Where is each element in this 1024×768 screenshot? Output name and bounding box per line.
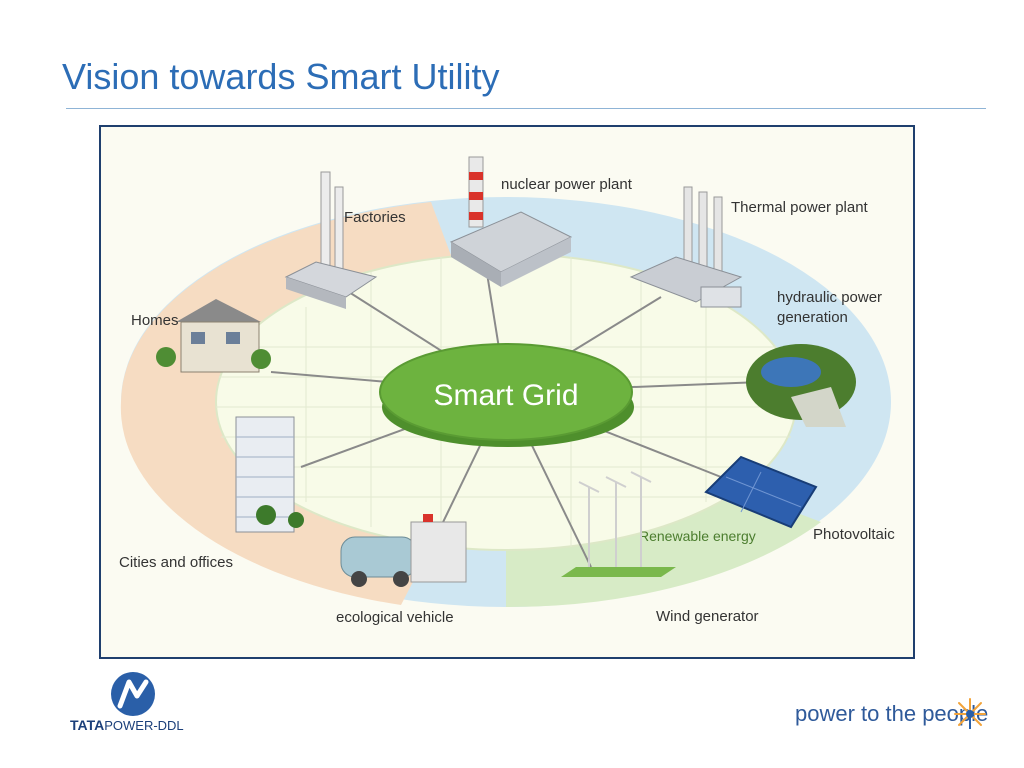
- node-label-homes: Homes: [131, 312, 179, 329]
- wind-turbine-icon: [561, 471, 676, 577]
- diagram-svg: Smart Grid nuclear power plant Thermal p…: [119, 156, 895, 626]
- brand-name: TATAPOWER-DDL: [70, 717, 184, 733]
- node-label-vehicle: ecological vehicle: [336, 609, 454, 626]
- center-label: Smart Grid: [433, 379, 578, 412]
- node-label-cities: Cities and offices: [119, 554, 233, 571]
- hydraulic-dam-icon: [746, 344, 856, 427]
- node-label-hydraulic-2: generation: [777, 309, 848, 326]
- office-building-icon: [235, 416, 304, 533]
- house-icon: [156, 299, 271, 373]
- title-divider: [66, 108, 986, 109]
- brand-tata: TATA: [70, 717, 105, 733]
- ecological-vehicle-icon: [340, 514, 467, 587]
- tata-power-n-icon: [111, 672, 155, 716]
- node-label-wind: Wind generator: [656, 608, 759, 625]
- sunburst-icon: [954, 698, 986, 729]
- solar-panel-icon: [704, 455, 818, 529]
- nuclear-plant-icon: [449, 156, 573, 287]
- factory-icon: [284, 171, 378, 309]
- node-label-thermal: Thermal power plant: [731, 199, 869, 216]
- center-disc: [379, 343, 633, 441]
- slide-title: Vision towards Smart Utility: [62, 56, 500, 97]
- smart-grid-diagram: Smart Grid nuclear power plant Thermal p…: [99, 125, 915, 659]
- node-label-factories: Factories: [344, 209, 406, 226]
- node-label-nuclear: nuclear power plant: [501, 176, 633, 193]
- thermal-plant-icon: [629, 186, 743, 308]
- node-label-hydraulic-1: hydraulic power: [777, 289, 882, 306]
- brand-rest: POWER-DDL: [104, 718, 184, 733]
- node-label-photovoltaic: Photovoltaic: [813, 526, 895, 543]
- node-label-renewable: Renewable energy: [639, 528, 756, 544]
